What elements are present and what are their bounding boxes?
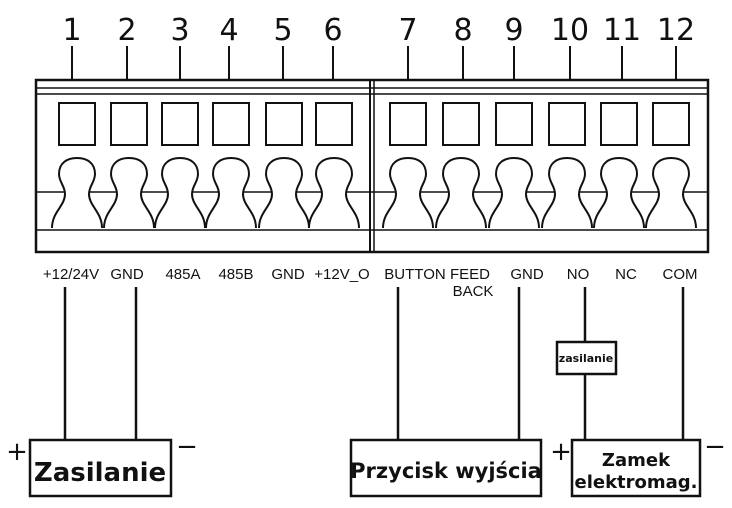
terminal-label-com: COM (663, 266, 698, 283)
terminal-label-button: BUTTON (384, 266, 445, 283)
wires (63, 287, 685, 440)
screw-window-1 (58, 102, 96, 146)
pin-number-11: 11 (603, 13, 641, 48)
screw-clamp-4 (205, 156, 257, 229)
power-supply-box (28, 438, 173, 498)
pin-number-3: 3 (170, 13, 189, 48)
screw-window-9 (495, 102, 533, 146)
supply-tag-label: zasilanie (559, 352, 613, 365)
terminal-label-nc: NC (615, 266, 637, 283)
screw-clamp-2 (103, 156, 155, 229)
pin-number-9: 9 (504, 13, 523, 48)
pin-number-10: 10 (551, 13, 589, 48)
supply-tag-box (555, 340, 618, 376)
pin-leader-lines (71, 46, 677, 80)
lock-minus-sign: − (704, 432, 726, 462)
exit-button-label: Przycisk wyjścia (350, 459, 542, 483)
terminal-label-12v-out: +12V_O (314, 266, 369, 283)
terminal-label-gnd-1: GND (110, 266, 144, 283)
screw-window-12 (652, 102, 690, 146)
terminal-label-feed: FEED (450, 266, 490, 283)
screw-window-4 (212, 102, 250, 146)
screw-window-6 (315, 102, 353, 146)
screw-clamp-6 (308, 156, 360, 229)
terminal-label-gnd-2: GND (271, 266, 305, 283)
screw-clamp-5 (258, 156, 310, 229)
screw-window-10 (548, 102, 586, 146)
screw-clamp-9 (488, 156, 540, 229)
screw-clamp-10 (541, 156, 593, 229)
pin-number-5: 5 (273, 13, 292, 48)
terminal-label-485a: 485A (165, 266, 200, 283)
lock-plus-sign: + (550, 437, 572, 467)
screw-window-2 (110, 102, 148, 146)
exit-button-box (349, 438, 543, 498)
screw-window-3 (161, 102, 199, 146)
power-supply-label: Zasilanie (34, 458, 166, 488)
screw-windows (58, 102, 690, 146)
terminal-label-485b: 485B (218, 266, 253, 283)
screw-clamp-12 (645, 156, 697, 229)
terminal-label-12-24v: +12/24V (43, 266, 99, 283)
lock-label-line2: elektromag. (574, 472, 697, 493)
screw-clamps (51, 156, 697, 229)
power-minus-sign: − (176, 432, 198, 462)
pin-number-2: 2 (117, 13, 136, 48)
screw-window-8 (442, 102, 480, 146)
screw-clamp-7 (382, 156, 434, 229)
terminal-label-gnd-3: GND (510, 266, 544, 283)
screw-window-11 (600, 102, 638, 146)
pin-number-8: 8 (453, 13, 472, 48)
terminal-label-no: NO (567, 266, 590, 283)
terminal-block (34, 78, 710, 254)
lock-box (570, 438, 702, 498)
pin-number-1: 1 (62, 13, 81, 48)
screw-clamp-3 (154, 156, 206, 229)
screw-clamp-8 (435, 156, 487, 229)
pin-number-4: 4 (219, 13, 238, 48)
lock-label-line1: Zamek (602, 450, 671, 471)
pin-number-6: 6 (323, 13, 342, 48)
terminal-label-back: BACK (453, 283, 494, 300)
screw-clamp-1 (51, 156, 103, 229)
screw-clamp-11 (593, 156, 645, 229)
pin-numbers: 1 2 3 4 5 6 7 8 9 10 11 12 (62, 13, 695, 48)
screw-window-7 (389, 102, 427, 146)
pin-number-12: 12 (657, 13, 695, 48)
pin-number-7: 7 (398, 13, 417, 48)
power-plus-sign: + (6, 437, 28, 467)
screw-window-5 (265, 102, 303, 146)
terminal-labels: +12/24V GND 485A 485B GND +12V_O BUTTON … (43, 266, 698, 300)
